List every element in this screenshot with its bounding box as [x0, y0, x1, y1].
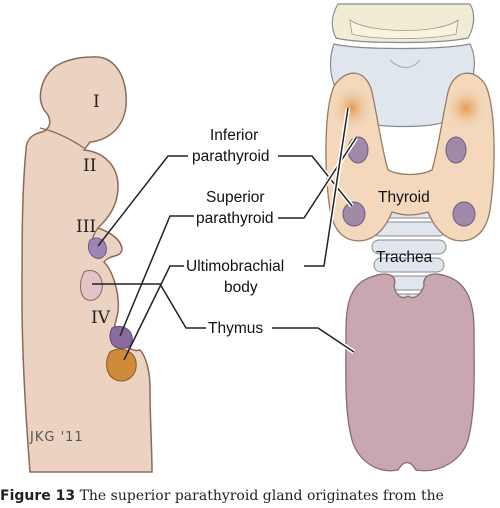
superior-parathyroid-right	[445, 136, 467, 164]
thyroid-shade-right	[444, 84, 488, 132]
ultimobrachial-label-line1: Ultimobrachial	[186, 258, 284, 275]
inferior-parathyroid-label-line2: parathyroid	[192, 148, 270, 165]
ultimobrachial-label-line2: body	[224, 279, 258, 296]
inferior-parathyroid-bud	[87, 237, 107, 259]
leader-inferior-to-thyroid	[278, 155, 353, 207]
figure-caption: Figure 13 The superior parathyroid gland…	[0, 488, 500, 508]
leader-inferior-to-embryo	[97, 155, 188, 247]
arch-label-ii: II	[83, 156, 96, 176]
trachea-label: Trachea	[376, 249, 433, 266]
trachea-ring	[371, 239, 447, 255]
caption-text: The superior parathyroid gland originate…	[79, 488, 444, 504]
leader-ultimobrachial-to-embryo	[123, 265, 184, 361]
arch-label-i: I	[93, 92, 100, 112]
leader-ultimobrachial-to-thyroid	[304, 107, 349, 267]
superior-parathyroid-label-line2: parathyroid	[196, 210, 274, 227]
superior-parathyroid-label-line1: Superior	[206, 189, 265, 206]
thymus-bud	[80, 269, 103, 301]
callout-labels: Inferior parathyroid Superior parathyroi…	[186, 127, 284, 337]
trachea-ring	[373, 257, 445, 273]
thymus-gland	[345, 273, 475, 472]
artist-signature: JKG '11	[29, 430, 84, 445]
leader-thymus-to-embryo	[92, 283, 206, 329]
ultimobrachial-bud	[106, 348, 137, 382]
leader-lines	[92, 107, 358, 361]
caption-label: Figure 13	[0, 488, 76, 504]
inferior-parathyroid-label-line1: Inferior	[210, 127, 258, 144]
neck-anatomy: Thyroid Trachea	[325, 3, 495, 472]
leader-thymus-to-gland	[272, 327, 355, 353]
thymus-label: Thymus	[208, 320, 263, 337]
hyoid-highlight	[349, 19, 459, 39]
superior-parathyroid-left	[347, 136, 369, 164]
inferior-parathyroid-right	[452, 201, 476, 227]
thyroid-shade-left	[330, 84, 374, 132]
leader-superior-to-embryo	[119, 215, 194, 337]
pharyngeal-embryo: I II III IV JKG '11	[21, 56, 153, 473]
embryo-outline	[21, 56, 153, 473]
thyroid-label: Thyroid	[378, 189, 430, 206]
arch-label-iii: III	[76, 217, 96, 237]
superior-parathyroid-bud	[109, 325, 133, 349]
cartilage-notch	[389, 59, 421, 68]
arch-label-iv: IV	[91, 308, 111, 328]
inferior-parathyroid-left	[342, 201, 366, 227]
cleft-1	[39, 127, 85, 149]
